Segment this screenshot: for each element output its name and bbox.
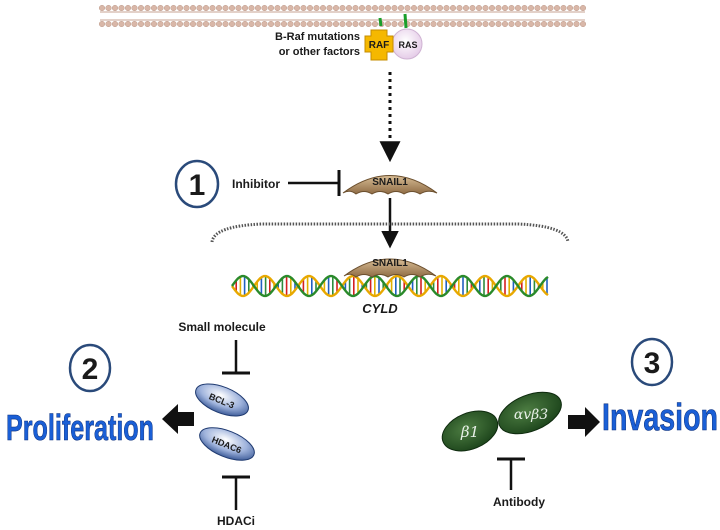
braf-mutations-label: B-Raf mutations bbox=[275, 31, 360, 43]
svg-text:SNAIL1: SNAIL1 bbox=[372, 258, 408, 269]
svg-text:1: 1 bbox=[189, 169, 206, 202]
raf-ras-complex: RAF RAS bbox=[364, 13, 423, 61]
invasion-title: Invasion bbox=[602, 397, 718, 439]
dna-helix bbox=[231, 274, 549, 298]
svg-text:SNAIL1: SNAIL1 bbox=[372, 177, 408, 188]
step-1-marker: 1 bbox=[174, 159, 220, 209]
svg-text:αvβ3: αvβ3 bbox=[514, 407, 548, 423]
inhibitor-blunt-arrow bbox=[288, 170, 341, 196]
cyld-gene-label: CYLD bbox=[362, 301, 398, 316]
hdaci-blunt-arrow bbox=[222, 475, 250, 510]
snail1-protein-top: SNAIL1 bbox=[342, 175, 438, 195]
beta1-integrin: β1 bbox=[441, 410, 499, 452]
cell-membrane bbox=[98, 4, 587, 28]
raf-protein bbox=[364, 29, 394, 61]
hdac6-protein: HDAC6 bbox=[199, 427, 255, 461]
svg-text:3: 3 bbox=[644, 347, 661, 380]
svg-text:2: 2 bbox=[82, 353, 99, 386]
step-3-marker: 3 bbox=[630, 337, 674, 387]
small-molecule-label: Small molecule bbox=[178, 320, 266, 334]
antibody-blunt-arrow bbox=[497, 457, 525, 490]
inhibitor-label: Inhibitor bbox=[232, 177, 280, 191]
alpha-v-beta3-integrin: αvβ3 bbox=[498, 391, 562, 435]
invasion-arrow bbox=[568, 407, 600, 437]
proliferation-title: Proliferation bbox=[6, 407, 154, 448]
raf-label: RAF bbox=[369, 40, 390, 51]
bcl3-protein: BCL-3 bbox=[195, 383, 249, 417]
nuclear-envelope bbox=[210, 222, 570, 243]
svg-text:β1: β1 bbox=[460, 423, 479, 441]
other-factors-label: or other factors bbox=[279, 46, 360, 58]
proliferation-arrow bbox=[162, 404, 194, 434]
membrane-lipid-heads bbox=[98, 4, 587, 28]
snail1-protein-dna: SNAIL1 bbox=[343, 258, 437, 278]
step-2-marker: 2 bbox=[68, 343, 112, 393]
ras-label: RAS bbox=[398, 40, 417, 50]
hdaci-label: HDACi bbox=[217, 514, 255, 528]
small-molecule-blunt-arrow bbox=[222, 340, 250, 375]
antibody-label: Antibody bbox=[493, 495, 545, 509]
